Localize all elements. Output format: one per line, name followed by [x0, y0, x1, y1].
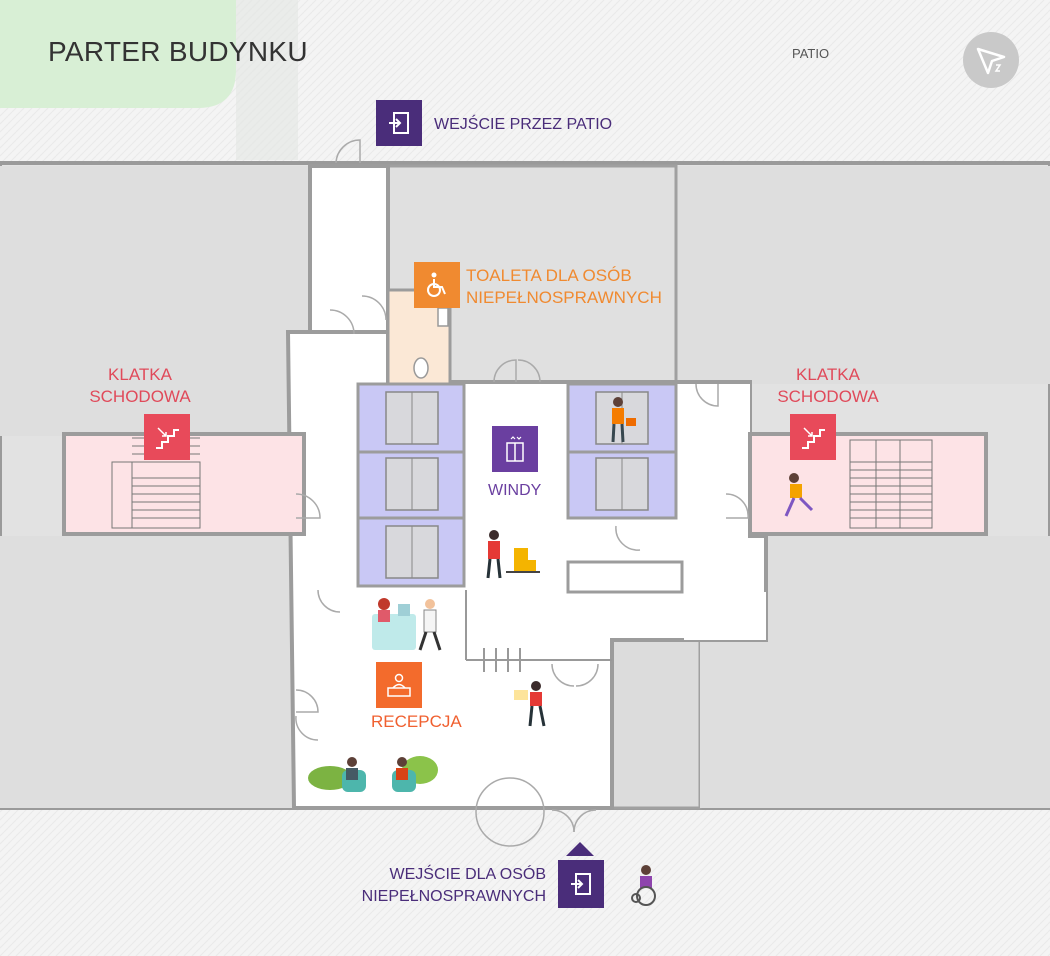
elevator-icon: [492, 426, 538, 472]
right-stairs-line2: SCHODOWA: [777, 387, 879, 406]
courier-illustration: [514, 681, 546, 727]
elevators-label: WINDY: [488, 482, 542, 499]
wheelchair-user-illustration: [631, 865, 656, 906]
left-stairs-line1: KLATKA: [108, 365, 172, 384]
entrance-arrow-icon: [566, 842, 594, 856]
patio-entrance-icon: [376, 100, 422, 146]
patio-label: PATIO: [792, 46, 830, 61]
right-stairs-label: KLATKA SCHODOWA: [776, 364, 880, 408]
toilet-label-line2: NIEPEŁNOSPRAWNYCH: [466, 288, 662, 307]
reception-label: RECEPCJA: [371, 712, 462, 731]
toilet-label-line1: TOALETA DLA OSÓB: [466, 266, 632, 285]
right-stairs-line1: KLATKA: [796, 365, 860, 384]
reception-desk-icon: [376, 662, 422, 708]
left-stairs-line2: SCHODOWA: [89, 387, 191, 406]
north-compass-icon[interactable]: [963, 32, 1019, 88]
wheelchair-icon: [414, 262, 460, 308]
elevator-person-illustration: [611, 397, 636, 443]
running-person-illustration: [784, 473, 814, 517]
left-stairs-label: KLATKA SCHODOWA: [80, 364, 200, 408]
toilet-label: TOALETA DLA OSÓB NIEPEŁNOSPRAWNYCH: [466, 265, 662, 309]
accessible-entrance-line1: WEJŚCIE DLA OSÓB: [389, 866, 546, 883]
accessible-entrance-line2: NIEPEŁNOSPRAWNYCH: [361, 888, 546, 905]
patio-entrance-label: WEJŚCIE PRZEZ PATIO: [434, 116, 613, 133]
accessible-entrance-label: WEJŚCIE DLA OSÓB NIEPEŁNOSPRAWNYCH: [346, 864, 546, 908]
lounge-illustration: [308, 756, 438, 792]
garden-area: [0, 0, 236, 108]
worker-with-cart-illustration: [486, 530, 540, 579]
left-stairs-icon: [144, 414, 190, 460]
reception-desk-illustration: [372, 598, 442, 651]
accessible-entrance-icon: [558, 860, 604, 908]
page-title: PARTER BUDYNKU: [48, 36, 308, 67]
right-stairs-icon: [790, 414, 836, 460]
